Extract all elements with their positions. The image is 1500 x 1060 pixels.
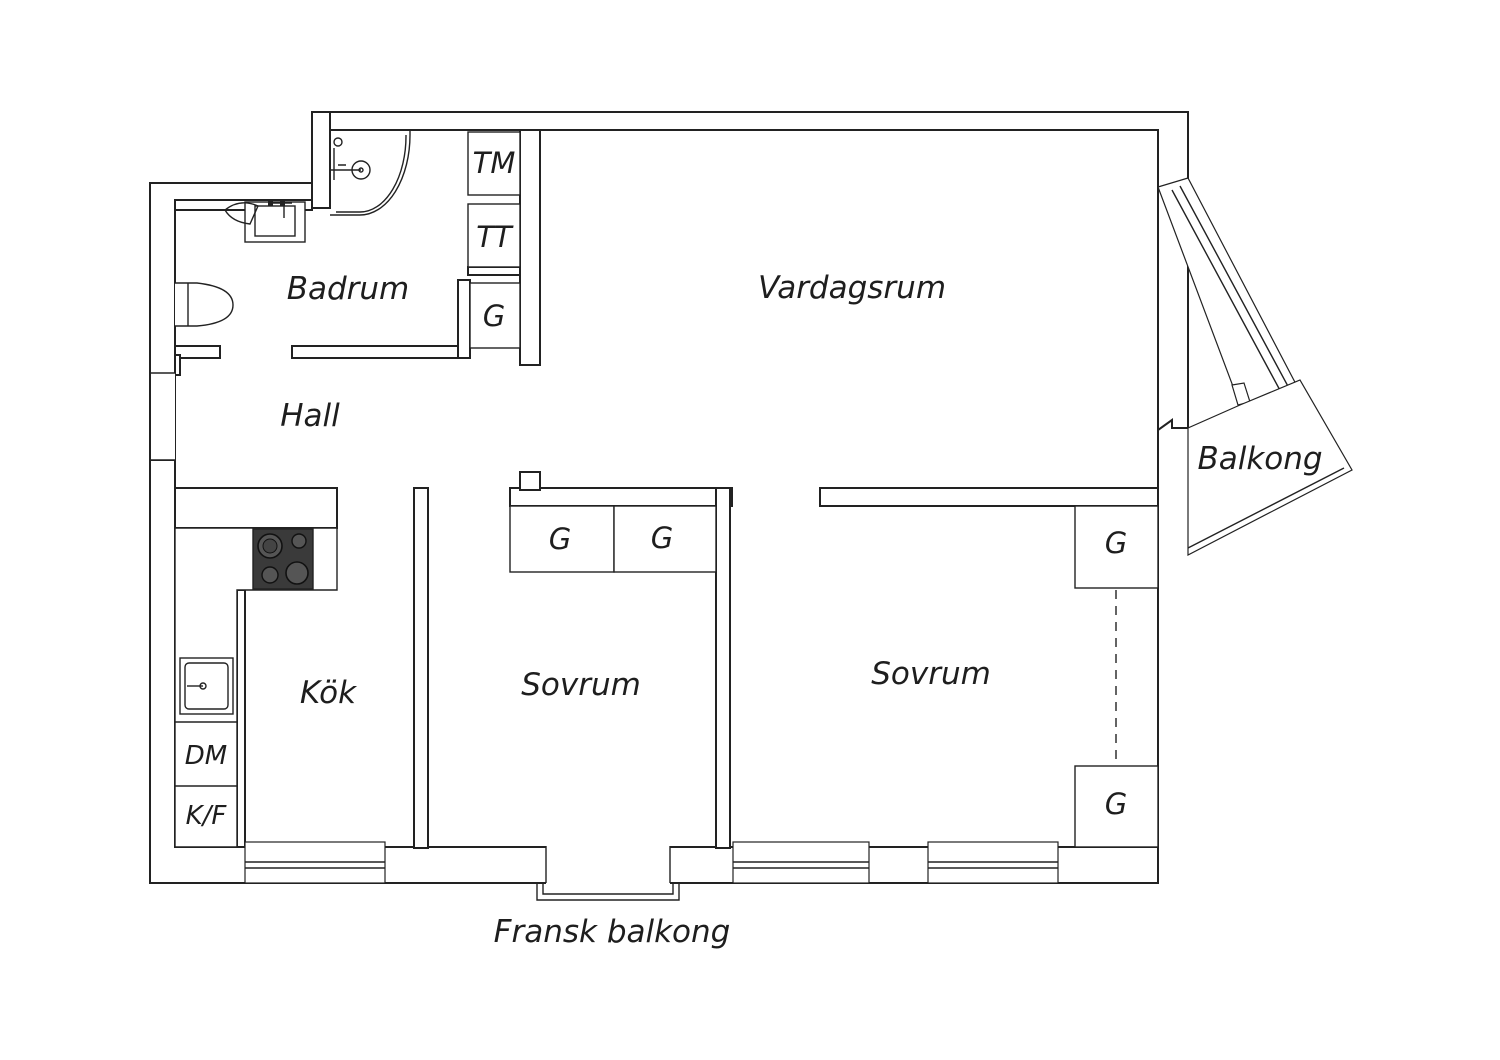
label-fransk-balkong: Fransk balkong <box>494 914 731 950</box>
tm-box <box>467 131 521 196</box>
bath-closet-box <box>469 282 521 349</box>
label-closet-bed1-b: G <box>651 521 673 555</box>
hall-doorway <box>151 373 175 460</box>
toilet <box>175 282 234 327</box>
label-closet-bed1-a: G <box>549 522 571 556</box>
label-tm: TM <box>473 146 516 180</box>
bedroom2-closets <box>1074 505 1159 848</box>
interior-walls <box>149 374 1159 849</box>
shower <box>330 130 411 216</box>
tt-box <box>467 203 521 268</box>
south-windows <box>244 841 1059 884</box>
bathroom-walls <box>174 111 541 376</box>
living-room-window <box>1157 177 1299 406</box>
kitchen-counter <box>174 527 338 848</box>
label-closet-bed2-top: G <box>1105 526 1127 560</box>
room-label-vardagsrum: Vardagsrum <box>758 270 946 306</box>
bathroom-sink <box>224 200 306 243</box>
room-label-balkong: Balkong <box>1197 441 1322 477</box>
room-label-badrum: Badrum <box>287 271 410 307</box>
room-label-sovrum-1: Sovrum <box>521 667 641 703</box>
bedroom1-closets <box>509 505 717 573</box>
label-tt: TT <box>476 220 514 254</box>
fransk-balkong-door <box>536 846 680 901</box>
balcony <box>1187 379 1353 556</box>
label-kf: K/F <box>186 801 228 831</box>
label-dm: DM <box>185 741 227 771</box>
room-label-sovrum-2: Sovrum <box>871 656 991 692</box>
room-label-kok: Kök <box>300 675 357 711</box>
label-closet-bed2-bottom: G <box>1105 787 1127 821</box>
label-closet-bath: G <box>483 299 505 333</box>
room-label-hall: Hall <box>280 398 340 434</box>
